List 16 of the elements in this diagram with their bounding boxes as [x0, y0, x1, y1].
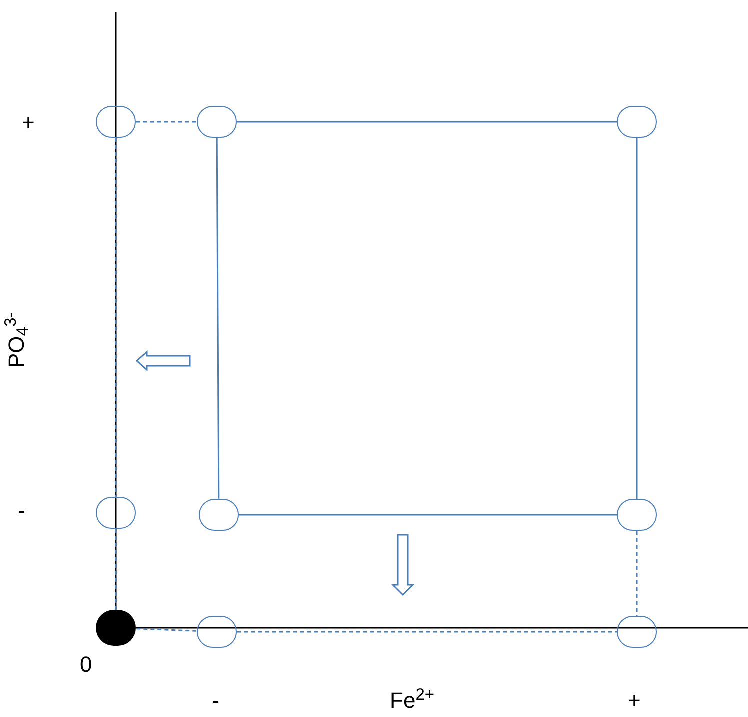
dashed-line: [136, 628, 196, 632]
tick-label: +: [22, 112, 35, 134]
tick-label: +: [628, 690, 641, 712]
dashed-line: [115, 138, 117, 497]
line: [239, 514, 617, 516]
line: [216, 138, 220, 499]
dashed-line: [115, 529, 117, 610]
dashed-line: [237, 631, 617, 633]
line: [636, 138, 638, 499]
dashed-line: [636, 531, 638, 616]
tick-label: -: [212, 690, 220, 712]
dashed-line: [136, 121, 197, 123]
tick-label: Fe$^{2+}$: [390, 690, 434, 712]
line: [237, 121, 617, 123]
tick-label: -: [18, 500, 26, 522]
tick-label: 0: [80, 654, 92, 676]
